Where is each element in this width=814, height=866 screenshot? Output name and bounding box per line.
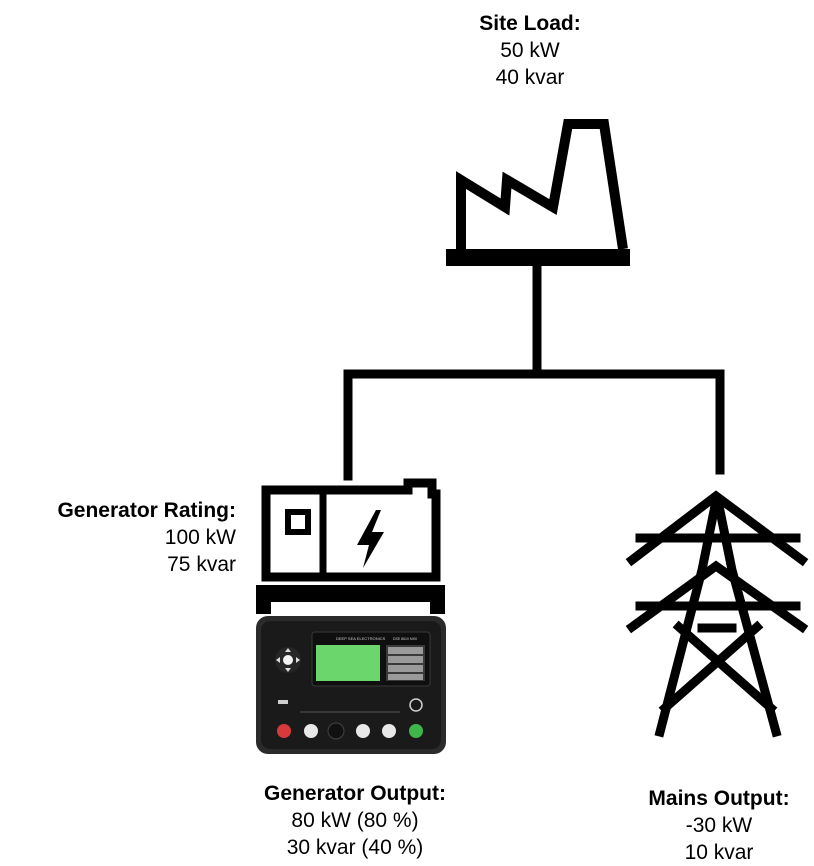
controller-start-button[interactable]: [409, 724, 423, 738]
transmission-tower-icon: [632, 496, 802, 732]
controller-icon: DEEP SEA ELECTRONICS DSE 8610 MKII: [256, 616, 446, 754]
nav-pad[interactable]: [275, 647, 301, 673]
controller-model: DSE 8610 MKII: [393, 637, 417, 641]
controller-manual-button[interactable]: [304, 724, 318, 738]
generator-icon: [256, 483, 445, 614]
busbar-lines: [348, 266, 720, 476]
factory-icon: [446, 124, 630, 266]
controller-gen-button[interactable]: [382, 724, 396, 738]
controller-auto-button[interactable]: [328, 723, 344, 739]
controller-stop-button[interactable]: [277, 724, 291, 738]
controller-brand: DEEP SEA ELECTRONICS: [336, 636, 386, 641]
controller-mains-button[interactable]: [356, 724, 370, 738]
